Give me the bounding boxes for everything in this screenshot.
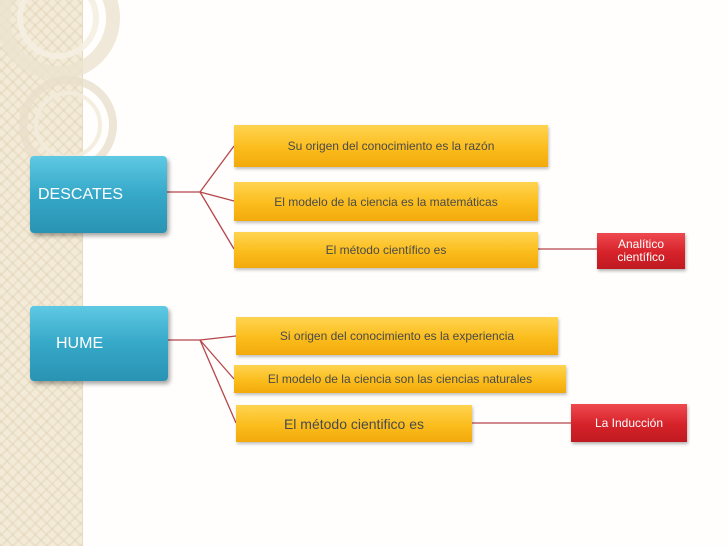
hume-result-box: La Inducción (571, 404, 687, 442)
descartes-branch-method-text: El método científico es (325, 243, 447, 257)
hume-branch-method-text: El método cientifico es (283, 415, 425, 432)
connector-descartes-branch-3 (199, 191, 235, 250)
descartes-branch-model-text: El modelo de la ciencia es la matemática… (274, 194, 498, 209)
hume-result-text: La Inducción (594, 415, 664, 430)
hume-branch-model-text: El modelo de la ciencia son las ciencias… (267, 372, 533, 386)
descartes-branch-method: El método científico es (234, 232, 538, 268)
hume-branch-origin-text: Si origen del conocimiento es la experie… (279, 329, 515, 343)
descartes-result-line-2: científico (617, 250, 665, 264)
hume-title: HUME (56, 334, 104, 352)
hume-branch-origin: Si origen del conocimiento es la experie… (236, 317, 558, 355)
connector-descartes-branch-2 (199, 191, 235, 202)
descartes-result-box: Analítico científico (597, 233, 685, 269)
hume-branch-model: El modelo de la ciencia son las ciencias… (234, 365, 566, 393)
descartes-branch-model: El modelo de la ciencia es la matemática… (234, 182, 538, 221)
hume-box: HUME (30, 306, 168, 381)
connector-hume-branch-3 (199, 339, 237, 424)
descartes-title: DESCATES (38, 185, 124, 203)
descartes-branch-origin-text: Su origen del conocimiento es la razón (287, 139, 495, 153)
connector-descartes-branch-1 (199, 145, 235, 193)
descartes-branch-origin: Su origen del conocimiento es la razón (234, 125, 548, 167)
descartes-box: DESCATES (30, 156, 167, 233)
connector-hume-branch-1 (199, 335, 237, 341)
connector-hume-branch-2 (199, 339, 235, 380)
hume-branch-method: El método cientifico es (236, 405, 472, 442)
descartes-result-line-1: Analítico (617, 237, 665, 251)
